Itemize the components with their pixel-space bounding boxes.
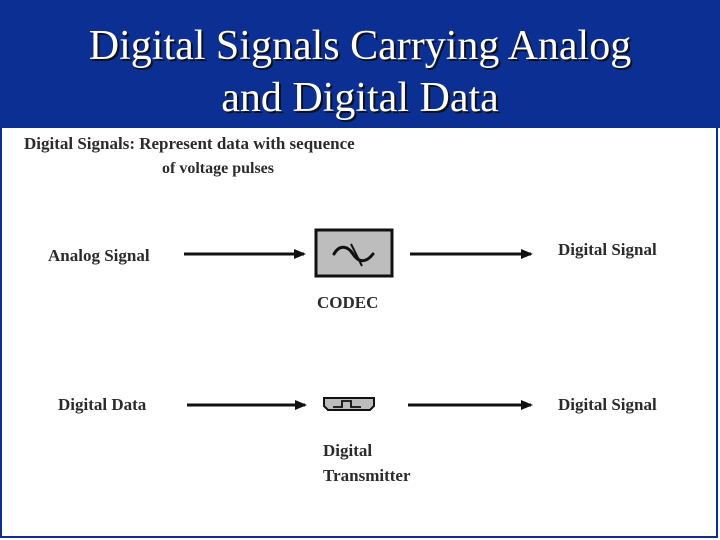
slide-title: Digital Signals Carrying Analog and Digi… xyxy=(0,20,720,124)
digital-transmitter-label-line-2: Transmitter xyxy=(323,466,411,485)
digital-transmitter-device xyxy=(323,397,375,411)
title-bar xyxy=(0,0,720,128)
slide-title-line-1: Digital Signals Carrying Analog xyxy=(88,23,632,69)
digital-transmitter-box xyxy=(323,397,375,411)
codec-slash xyxy=(350,243,363,267)
analog-signal-label: Analog Signal xyxy=(48,246,150,265)
analog-row: Analog Signal CODEC Digital Signal xyxy=(48,228,657,312)
content-panel xyxy=(0,128,718,538)
slide-title-line-2: and Digital Data xyxy=(221,75,499,121)
intro-line-1: Digital Signals: Represent data with seq… xyxy=(24,134,355,153)
digital-transmitter-icon xyxy=(333,400,361,408)
codec-icon xyxy=(332,245,375,263)
analog-output-label: Digital Signal xyxy=(558,240,657,259)
intro-line-2: of voltage pulses xyxy=(162,160,274,177)
digital-output-label: Digital Signal xyxy=(558,395,657,414)
digital-data-label: Digital Data xyxy=(58,395,147,414)
codec-label: CODEC xyxy=(317,293,378,312)
codec-device xyxy=(314,228,394,278)
digital-transmitter-label-line-1: Digital xyxy=(323,441,372,460)
digital-row: Digital Data Digital Transmitter Digital… xyxy=(58,395,657,485)
